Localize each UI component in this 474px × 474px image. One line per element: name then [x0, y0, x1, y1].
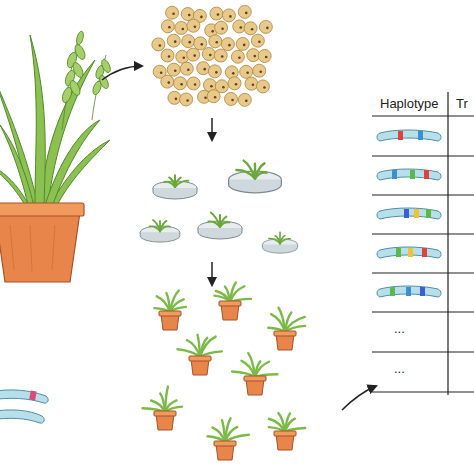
- pollen-grain: [221, 38, 234, 51]
- pollen-grain: [207, 90, 220, 103]
- pollen-grain: [236, 37, 249, 50]
- pollen-grain: [240, 65, 253, 78]
- pollen-grain: [208, 65, 221, 78]
- pollen-grain: [161, 75, 174, 88]
- pollen-grain: [187, 77, 200, 90]
- table-row-line: [372, 311, 474, 312]
- pollen-grain: [182, 35, 195, 48]
- haplotype-chromosome: [377, 208, 441, 219]
- table-row-line: [372, 155, 474, 156]
- pollen-grain: [175, 21, 188, 34]
- table-header: Haplotype: [380, 97, 439, 111]
- pollen-grain: [259, 20, 272, 33]
- pollen-grain: [187, 48, 200, 61]
- small-potted-plant: [154, 291, 186, 330]
- pollen-grain: [245, 77, 258, 90]
- flower-pot: [0, 203, 84, 282]
- small-potted-plant: [232, 353, 277, 395]
- pollen-grain: [152, 38, 165, 51]
- pollen-grain: [238, 93, 251, 106]
- petri-dishes: [140, 161, 297, 254]
- pollen-grain: [197, 62, 210, 75]
- chromosome-pair: [0, 390, 48, 423]
- table-row-line: [372, 272, 474, 273]
- petri-dish: [229, 161, 282, 193]
- pollen-grain: [168, 91, 181, 104]
- small-potted-plant: [208, 418, 249, 460]
- pollen-grain: [244, 22, 257, 35]
- pollen-grain: [258, 49, 271, 62]
- pollen-grain: [233, 20, 246, 33]
- pollen-grain: [209, 35, 222, 48]
- pollen-grain: [238, 5, 251, 18]
- small-potted-plant: [269, 413, 305, 450]
- petri-dish: [153, 175, 197, 199]
- pollen-grain: [180, 62, 193, 75]
- haplotype-table: [372, 92, 474, 395]
- pollen-grain: [253, 64, 266, 77]
- pollen-grain: [225, 92, 238, 105]
- petri-dish: [262, 232, 297, 253]
- donor-plant: [0, 35, 110, 207]
- pollen-grain: [180, 93, 193, 106]
- small-potted-plant: [268, 308, 305, 350]
- pollen-grain: [222, 9, 235, 22]
- table-cell-ellipsis: ...: [394, 322, 405, 336]
- haplotype-chromosome: [377, 247, 441, 258]
- pollen-grain: [202, 47, 215, 60]
- petri-dish: [198, 213, 242, 239]
- pollen-grain: [166, 6, 179, 19]
- pollen-grain: [161, 20, 174, 33]
- pollen-grain: [214, 49, 227, 62]
- pollen-grain: [228, 77, 241, 90]
- haplotype-chromosome: [377, 169, 441, 180]
- table-cell-ellipsis: ...: [394, 362, 405, 376]
- pollen-grain: [251, 34, 264, 47]
- wheat-spike: [61, 30, 113, 130]
- pollen-grain: [161, 49, 174, 62]
- haplotype-chromosomes: [377, 130, 441, 297]
- small-potted-plant: [214, 282, 251, 320]
- pollen-grain: [247, 49, 260, 62]
- pollen-grain: [194, 37, 207, 50]
- pollen-grain: [210, 7, 223, 20]
- pollen-grain: [167, 34, 180, 47]
- pollen-grains: [152, 5, 273, 106]
- pollen-grain: [215, 21, 228, 34]
- haplotype-chromosome: [377, 286, 441, 297]
- petri-dish: [140, 220, 180, 242]
- pollen-grain: [167, 63, 180, 76]
- small-potted-plant: [143, 387, 182, 430]
- pollen-grain: [256, 80, 269, 93]
- potted-plants: [143, 282, 306, 460]
- pollen-grain: [181, 8, 194, 21]
- table-row-line: [372, 391, 474, 392]
- process-arrow: [102, 66, 376, 410]
- pollen-grain: [174, 77, 187, 90]
- table-row-line: [372, 233, 474, 234]
- pollen-grain: [187, 19, 200, 32]
- haplotype-chromosome: [377, 130, 441, 141]
- table-header: Tr: [456, 97, 468, 111]
- table-row-line: [372, 194, 474, 195]
- table-row-line: [372, 351, 474, 352]
- small-potted-plant: [177, 335, 221, 375]
- pollen-grain: [231, 50, 244, 63]
